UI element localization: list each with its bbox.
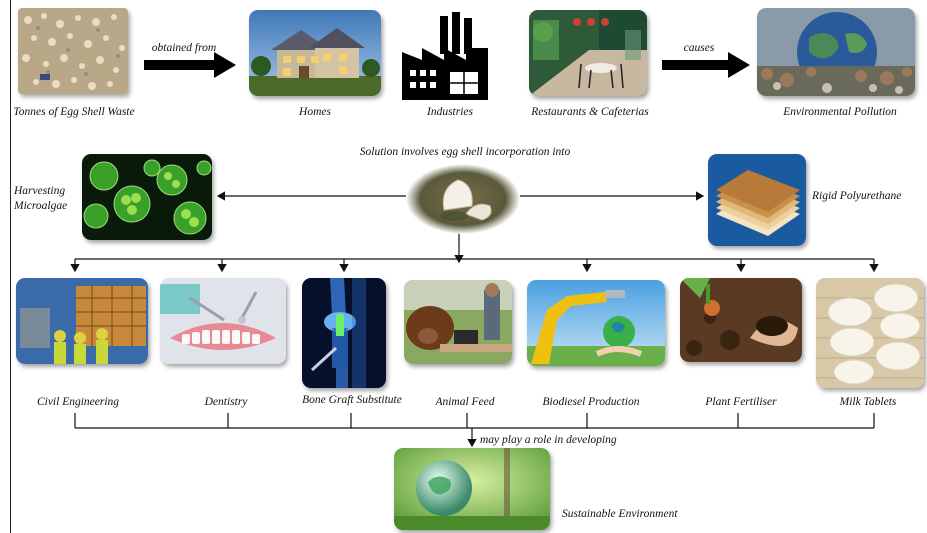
egg-shell-image xyxy=(406,164,520,234)
sustainable-label: Sustainable Environment xyxy=(562,508,678,520)
application-label-animal-feed: Animal Feed xyxy=(435,396,495,408)
industries-label: Industries xyxy=(427,106,473,118)
role-label: may play a role in developing xyxy=(480,434,617,446)
plant-fertiliser-image xyxy=(680,278,802,362)
pollution-image xyxy=(757,8,915,96)
animal-feed-image xyxy=(404,280,512,364)
obtained-from-label: obtained from xyxy=(151,42,217,54)
egg-shell-waste-image xyxy=(18,8,128,94)
pollution-label: Environmental Pollution xyxy=(783,106,897,118)
figure-frame xyxy=(10,0,927,533)
causes-label: causes xyxy=(683,42,715,54)
collection-lines xyxy=(74,413,875,448)
civil-engineering-image xyxy=(16,278,148,364)
application-label-biodiesel: Biodiesel Production xyxy=(542,396,640,408)
microalgae-image xyxy=(82,154,212,240)
homes-label: Homes xyxy=(299,106,331,118)
bone-graft-image xyxy=(302,278,386,388)
sustainable-environment-image xyxy=(394,448,550,530)
application-label-dentistry: Dentistry xyxy=(204,396,248,408)
homes-image xyxy=(249,10,381,96)
causes-arrow xyxy=(662,52,750,78)
restaurants-label: Restaurants & Cafeterias xyxy=(531,106,649,118)
waste-label: Tonnes of Egg Shell Waste xyxy=(13,106,135,118)
polyurethane-image xyxy=(708,154,806,246)
application-label-plant-fertiliser: Plant Fertiliser xyxy=(705,396,777,408)
application-arrows xyxy=(70,259,879,273)
obtained-from-arrow xyxy=(144,52,236,78)
application-label-bone-graft: Bone Graft Substitute xyxy=(302,394,402,406)
milk-tablets-image xyxy=(816,278,924,388)
biodiesel-image xyxy=(527,280,665,366)
factory-icon xyxy=(398,8,492,100)
solution-label: Solution involves egg shell incorporatio… xyxy=(359,146,571,158)
application-label-civil-engineering: Civil Engineering xyxy=(36,396,120,408)
microalgae-label: Harvesting Microalgae xyxy=(14,185,68,212)
polyurethane-label: Rigid Polyurethane xyxy=(812,190,902,202)
restaurants-image xyxy=(529,10,647,96)
dentistry-image xyxy=(160,278,286,364)
application-label-milk-tablets: Milk Tablets xyxy=(839,396,897,408)
